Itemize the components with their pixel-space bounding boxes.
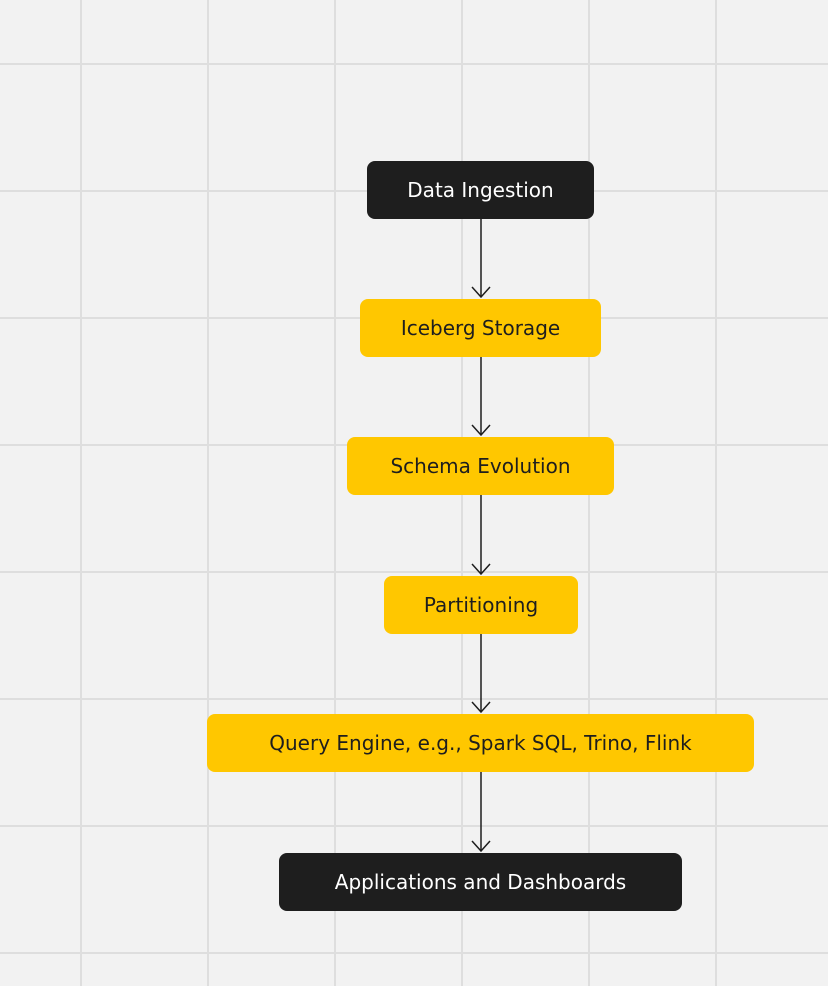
node-applications-dashboards[interactable]: Applications and Dashboards	[279, 853, 682, 911]
arrow-data-ingestion-to-iceberg-storage	[471, 219, 491, 299]
node-label: Partitioning	[423, 593, 539, 617]
node-label: Iceberg Storage	[400, 316, 561, 340]
node-query-engine[interactable]: Query Engine, e.g., Spark SQL, Trino, Fl…	[207, 714, 754, 772]
node-partitioning[interactable]: Partitioning	[384, 576, 578, 634]
arrow-iceberg-storage-to-schema-evolution	[471, 357, 491, 437]
node-schema-evolution[interactable]: Schema Evolution	[347, 437, 614, 495]
arrow-query-engine-to-applications-dashboards	[471, 772, 491, 853]
arrow-schema-evolution-to-partitioning	[471, 495, 491, 576]
arrow-partitioning-to-query-engine	[471, 634, 491, 714]
node-label: Applications and Dashboards	[334, 870, 627, 894]
node-label: Data Ingestion	[407, 178, 554, 202]
node-label: Query Engine, e.g., Spark SQL, Trino, Fl…	[269, 731, 692, 755]
node-label: Schema Evolution	[390, 454, 571, 478]
node-iceberg-storage[interactable]: Iceberg Storage	[360, 299, 601, 357]
node-data-ingestion[interactable]: Data Ingestion	[367, 161, 594, 219]
